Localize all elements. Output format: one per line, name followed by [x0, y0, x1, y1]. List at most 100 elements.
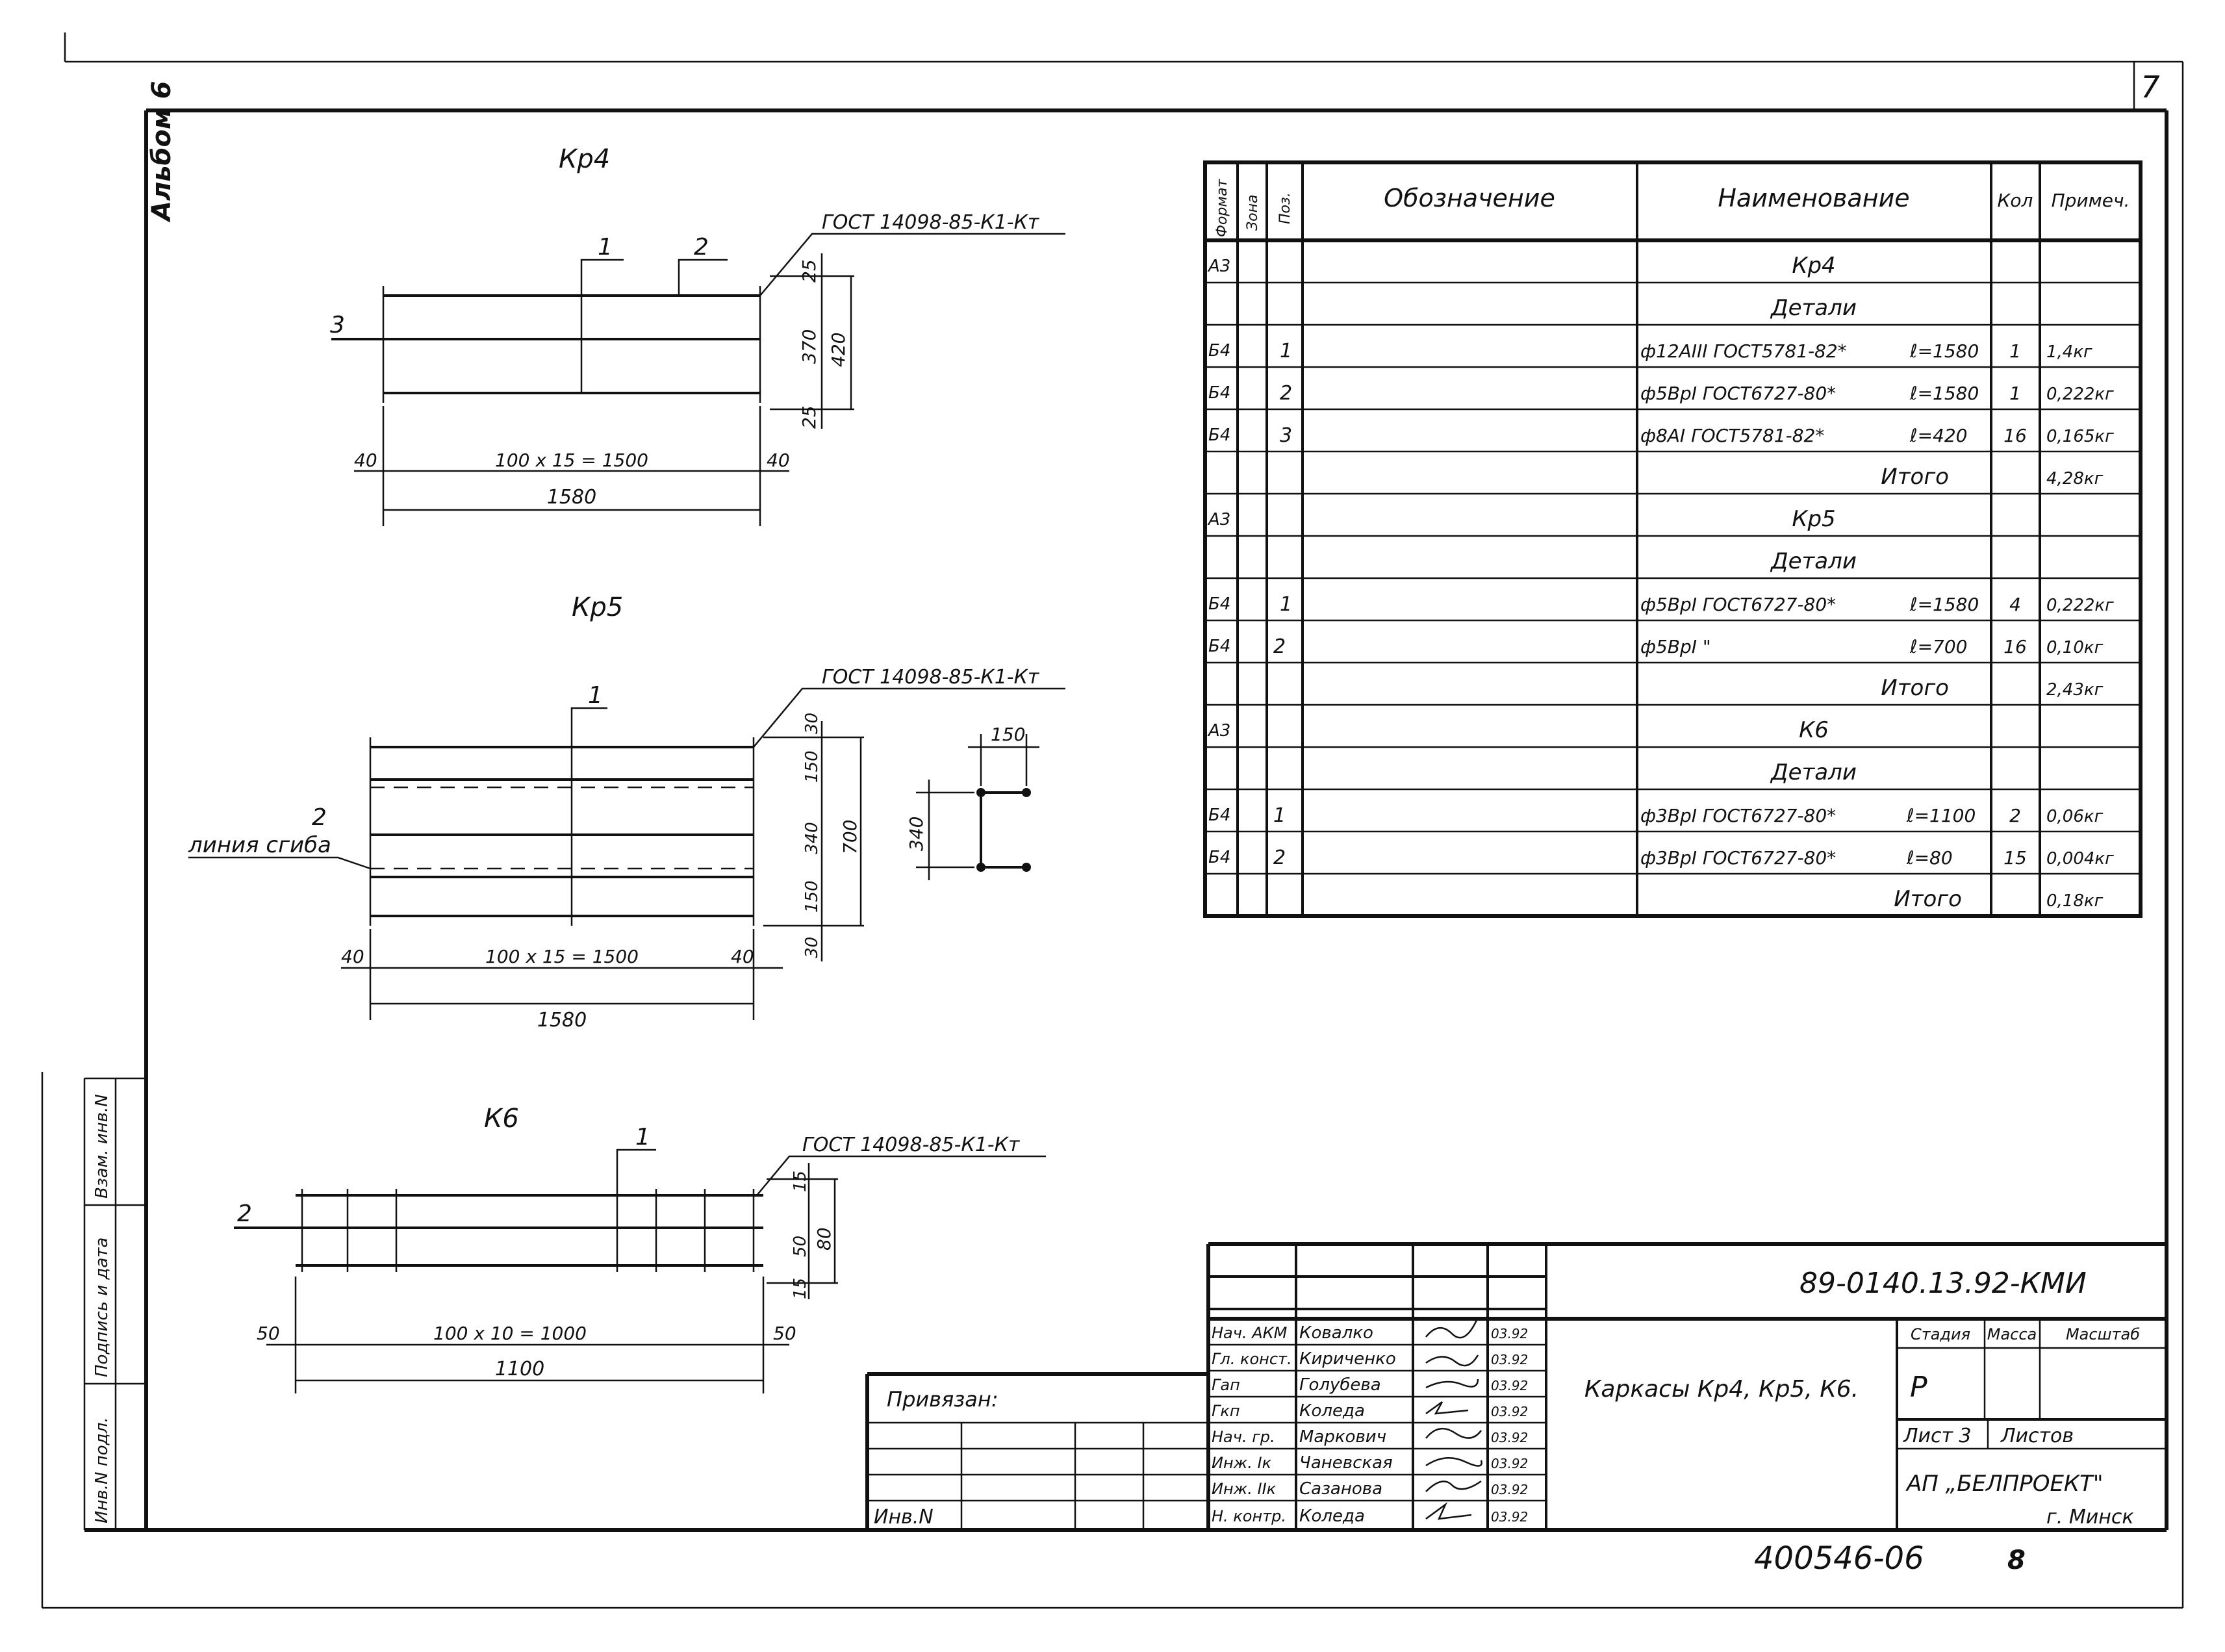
k6-dim-spacing: 100 х 10 = 1000	[433, 1323, 587, 1344]
scale-header: Масштаб	[2066, 1325, 2140, 1343]
spec-cell-qty: 15	[2003, 847, 2027, 869]
spec-cell-note: 0,06кг	[2046, 807, 2104, 826]
signer-role: Инж. IIк	[1212, 1480, 1277, 1498]
stage-header: Стадия	[1911, 1325, 1970, 1343]
kr4-pos1: 1	[598, 234, 613, 261]
spec-table: Формат Зона Поз. Обозначение Наименовани…	[1203, 160, 2142, 918]
signer-date: 03.92	[1491, 1404, 1528, 1419]
signer-date: 03.92	[1491, 1509, 1528, 1525]
signer-date: 03.92	[1491, 1456, 1528, 1471]
spec-header-pos: Поз.	[1277, 192, 1293, 224]
k6-dim-80: 80	[813, 1227, 835, 1251]
signer-role: Нач. АКМ	[1212, 1324, 1288, 1342]
spec-cell-total-label: Итого	[1894, 886, 1962, 912]
spec-cell-qty: 16	[2003, 425, 2027, 446]
kr4-title: Кр4	[559, 144, 610, 174]
kr5-dim-spacing: 100 х 15 = 1500	[485, 946, 639, 967]
kr5-gost: ГОСТ 14098-85-К1-Кт	[822, 666, 1040, 689]
kr4-dim-370: 370	[798, 329, 820, 364]
inv-no-label: Инв.N	[874, 1506, 934, 1529]
spec-cell-format: А3	[1207, 721, 1230, 741]
spec-cell-name: ф12АIII ГОСТ5781-82*	[1640, 340, 1847, 362]
kr5-dim-40a: 40	[341, 946, 364, 967]
spec-header-designation: Обозначение	[1384, 184, 1555, 212]
sheet-frame: 7	[41, 32, 2184, 1609]
kr4-dim-420: 420	[828, 333, 849, 367]
signers: Нач. АКМ Ковалко 03.92 Гл. конст. Кириче…	[1212, 1323, 1528, 1526]
drawing-k6: К6 1 2 ГОСТ 14098-85-К1-Кт 15 50 15 80	[234, 1104, 1046, 1393]
spec-cell-name: ф8АI ГОСТ5781-82*	[1640, 425, 1824, 446]
spec-cell-pos: 3	[1280, 424, 1292, 447]
spec-cell-format: А3	[1207, 510, 1230, 529]
organization: АП „БЕЛПРОЕКТ"	[1905, 1471, 2103, 1497]
k6-dim-15b: 15	[791, 1278, 810, 1299]
kr4-pos2: 2	[694, 234, 709, 261]
kr5-section: 150 340	[906, 724, 1039, 880]
signer-role: Гап	[1212, 1376, 1240, 1394]
kr5-section-150: 150	[991, 724, 1025, 745]
spec-cell-total-label: Итого	[1881, 464, 1949, 490]
spec-row-lines	[1205, 281, 2141, 875]
doc-code: 89-0140.13.92-КМИ	[1799, 1267, 2087, 1300]
spec-cell-format: Б4	[1208, 383, 1230, 403]
spec-cell-note: 0,18кг	[2046, 891, 2104, 911]
spec-cell-pos: 2	[1273, 846, 1286, 869]
spec-cell-note: 0,222кг	[2046, 596, 2114, 615]
spec-cell-note: 0,222кг	[2046, 385, 2114, 404]
drawing-title: Каркасы Кр4, Кр5, К6.	[1584, 1376, 1859, 1403]
spec-cell-name-heading: Детали	[1770, 295, 1857, 321]
spec-cell-length: ℓ=80	[1906, 847, 1953, 869]
signer-name: Маркович	[1299, 1427, 1386, 1447]
city: г. Минск	[2046, 1506, 2133, 1529]
side-approval-strip: Инв.N подл. Подпись и дата Взам. инв.N	[83, 1077, 146, 1530]
spec-cell-note: 4,28кг	[2046, 469, 2104, 489]
spec-cell-pos: 2	[1273, 635, 1286, 658]
side-label-inv-podl: Инв.N подл.	[92, 1417, 112, 1523]
signer-name: Коледа	[1299, 1401, 1365, 1421]
spec-cell-name: ф5ВрI ГОСТ6727-80*	[1640, 594, 1836, 615]
inventory-number: 400546-06	[1754, 1540, 1924, 1577]
album-label: Альбом 6	[147, 81, 177, 223]
kr5-section-340: 340	[906, 817, 927, 851]
spec-cell-format: Б4	[1208, 806, 1230, 825]
k6-dim-50: 50	[791, 1236, 810, 1257]
spec-cell-name: ф3ВрI ГОСТ6727-80*	[1640, 805, 1836, 826]
spec-header-qty: Кол	[1998, 190, 2033, 211]
kr4-dim-25b: 25	[798, 405, 820, 429]
kr5-dim-40b: 40	[731, 946, 754, 967]
signatures	[1425, 1317, 1482, 1520]
spec-header-format: Формат	[1214, 179, 1230, 237]
signer-role: Гл. конст.	[1212, 1350, 1292, 1368]
title-block: Привязан: Инв.N 89-0140.13.92-КМИ Каркас…	[865, 1242, 2167, 1530]
spec-cell-note: 0,10кг	[2046, 638, 2104, 657]
k6-dim-50b: 50	[773, 1323, 796, 1344]
k6-dim-total: 1100	[495, 1358, 544, 1380]
spec-cell-name: ф5ВрI ГОСТ6727-80*	[1640, 383, 1836, 404]
spec-cell-name-heading: К6	[1799, 717, 1829, 743]
kr4-pos3: 3	[330, 312, 345, 338]
kr5-title: Кр5	[572, 592, 623, 622]
spec-cell-format: Б4	[1208, 341, 1230, 361]
spec-cell-name-heading: Кр4	[1792, 253, 1835, 279]
spec-cell-note: 1,4кг	[2046, 342, 2092, 362]
kr5-bend-line: линия сгиба	[188, 832, 331, 858]
spec-header-name: Наименование	[1718, 184, 1909, 212]
spec-cell-length: ℓ=1100	[1906, 805, 1976, 826]
kr4-dim-25a: 25	[798, 259, 820, 283]
kr4-dim-40b: 40	[767, 450, 790, 471]
signer-role: Инж. Iк	[1212, 1454, 1272, 1472]
page-number: 7	[2141, 70, 2159, 105]
signer-date: 03.92	[1491, 1352, 1528, 1367]
spec-cell-qty: 1	[2009, 383, 2021, 404]
signer-date: 03.92	[1491, 1326, 1528, 1341]
kr5-dim-340: 340	[802, 822, 822, 854]
stage-value: Р	[1910, 1371, 1927, 1404]
mass-header: Масса	[1987, 1325, 2037, 1343]
k6-title: К6	[484, 1104, 519, 1134]
spec-rows: А3 Кр4 Детали Б4 1 ф12АIII ГОСТ5781-82* …	[1207, 253, 2114, 912]
signer-role: Нач. гр.	[1212, 1428, 1275, 1446]
signer-name: Чаневская	[1299, 1453, 1393, 1473]
spec-cell-format: А3	[1207, 257, 1230, 276]
drawing-kr5: Кр5 1 2 линия сгиба ГОСТ 14098-85-К1-Кт …	[188, 592, 1065, 1032]
